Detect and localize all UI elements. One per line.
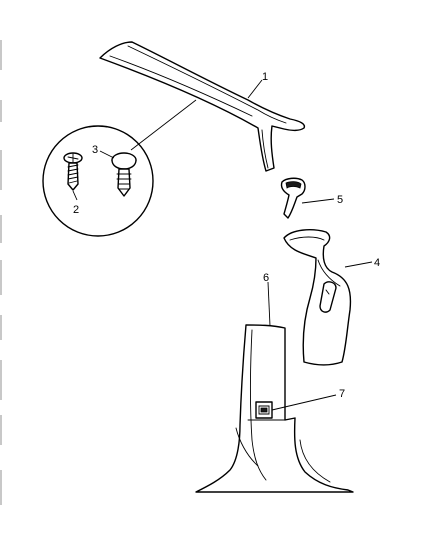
retainer-clip [280,177,306,219]
callout-5-leader [301,198,335,204]
callout-6: 6 [263,272,269,284]
push-clip [111,152,137,197]
callout-6-leader [267,281,271,327]
callout-4-leader [344,261,373,268]
callout-1: 1 [262,71,268,83]
b-pillar-trim [195,324,354,493]
callout-4: 4 [374,257,380,269]
callout-7: 7 [339,388,345,400]
a-pillar-lower-trim [283,229,352,366]
callout-1-leader [247,79,263,99]
callout-7-leader [271,394,337,411]
callout-3: 3 [92,144,98,156]
page-edge-marks [0,40,2,505]
callout-5: 5 [337,194,343,206]
a-pillar-upper-trim [99,41,306,172]
b-pillar-lower-clip [255,401,273,419]
detail-circle [42,125,154,237]
callout-2: 2 [73,204,79,216]
detail-connector-line [130,99,197,151]
callout-3-leader [99,150,115,159]
screw [63,152,83,191]
callout-2-leader [72,190,78,201]
